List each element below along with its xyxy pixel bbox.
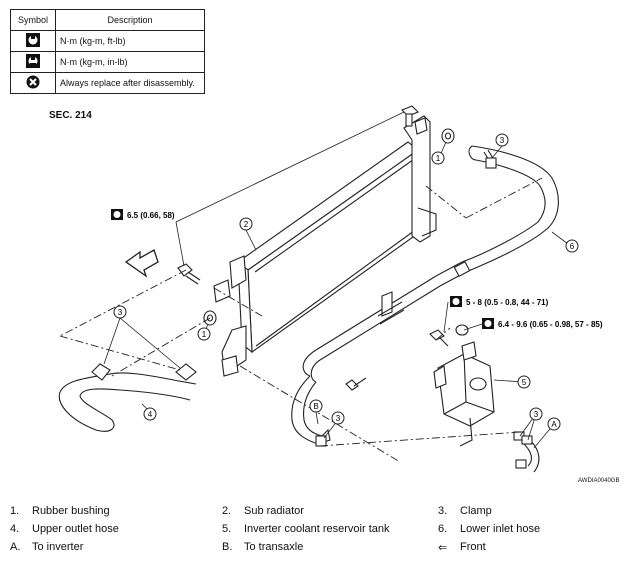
part-number: 3. [438, 505, 448, 517]
upper-outlet-hose [58, 363, 197, 432]
callout-1-lower: 1 [197, 327, 211, 341]
part-label: Sub radiator [244, 505, 304, 517]
sub-radiator [213, 115, 437, 377]
callout-6: 6 [565, 239, 579, 253]
part-number: 5. [222, 523, 232, 535]
part-label: Rubber bushing [32, 505, 110, 517]
svg-text:6.4 - 9.6 (0.65 - 0.98, 57 - 8: 6.4 - 9.6 (0.65 - 0.98, 57 - 85) [498, 320, 603, 329]
part-number: A. [10, 541, 21, 553]
svg-text:6.5 (0.66, 58): 6.5 (0.66, 58) [127, 211, 175, 220]
svg-text:A: A [551, 420, 557, 429]
top-bolt [401, 105, 419, 127]
part-label: Upper outlet hose [32, 523, 119, 535]
side-bolt [177, 263, 201, 285]
svg-text:3: 3 [336, 414, 341, 423]
torque-ft-lb-icon [26, 33, 40, 47]
section-label: SEC. 214 [49, 110, 92, 121]
part-label: Clamp [460, 505, 492, 517]
callout-4: 4 [143, 407, 157, 421]
leader-lines [103, 111, 569, 449]
svg-text:1: 1 [202, 330, 207, 339]
part-label: Inverter coolant reservoir tank [244, 523, 390, 535]
legend-row-symbol [10, 72, 56, 94]
always-replace-icon [26, 75, 40, 89]
reservoir-bolt [345, 329, 449, 391]
transaxle-hose [291, 375, 331, 447]
svg-text:1: 1 [436, 154, 441, 163]
svg-text:3: 3 [118, 308, 123, 317]
svg-text:2: 2 [244, 220, 249, 229]
legend-row-symbol [10, 30, 56, 52]
callout-1-top: 1 [431, 151, 445, 165]
legend-row-description: Always replace after disassembly. [55, 72, 205, 94]
rubber-bushing-top [441, 128, 455, 144]
part-number: B. [222, 541, 233, 553]
torque-spec-1: 6.5 (0.66, 58) [111, 209, 175, 220]
clamp-upper [485, 157, 497, 169]
part-label: Front [460, 541, 486, 553]
symbol-legend-table: Symbol Description N·m (kg-m, ft-lb) N·m… [10, 9, 205, 94]
figure-reference-id: AWDIA0040GB [578, 478, 620, 484]
part-label: To transaxle [244, 541, 304, 553]
part-number: 2. [222, 505, 232, 517]
callout-5: 5 [517, 375, 531, 389]
svg-text:B: B [313, 402, 318, 411]
svg-text:4: 4 [148, 410, 153, 419]
torque-in-lb-icon [26, 54, 40, 68]
svg-text:6: 6 [570, 242, 575, 251]
callout-3-mid: 3 [331, 411, 345, 425]
svg-text:3: 3 [500, 136, 505, 145]
lower-inlet-hose [435, 145, 559, 287]
inverter-hose [513, 431, 540, 473]
coolant-pipe [302, 275, 441, 383]
torque-spec-3: 6.4 - 9.6 (0.65 - 0.98, 57 - 85) [482, 318, 603, 329]
exploded-view-diagram: 1 2 3 6 1 3 4 B 3 5 3 A 6.5 (0.66, 58) 5… [58, 105, 603, 473]
callout-3-left: 3 [113, 305, 127, 319]
callout-3-right: 3 [529, 407, 543, 421]
part-label: To inverter [32, 541, 84, 553]
callout-a: A [547, 417, 561, 431]
callout-b: B [309, 399, 323, 413]
part-number: 4. [10, 523, 20, 535]
callout-circles: 1 2 3 6 1 3 4 B 3 5 3 A [113, 133, 579, 431]
front-arrow-icon [124, 249, 159, 278]
svg-text:5 - 8 (0.5 - 0.8, 44 - 71): 5 - 8 (0.5 - 0.8, 44 - 71) [466, 298, 549, 307]
svg-text:5: 5 [522, 378, 527, 387]
callout-2: 2 [239, 217, 253, 231]
reference-lines [59, 177, 543, 463]
front-arrow-symbol: ⇐ [438, 542, 448, 554]
svg-text:3: 3 [534, 410, 539, 419]
part-label: Lower inlet hose [460, 523, 541, 535]
part-number: 6. [438, 523, 448, 535]
inverter-coolant-reservoir-tank [433, 324, 495, 447]
part-number: 1. [10, 505, 20, 517]
torque-spec-2: 5 - 8 (0.5 - 0.8, 44 - 71) [450, 296, 549, 307]
callout-3-top: 3 [495, 133, 509, 147]
